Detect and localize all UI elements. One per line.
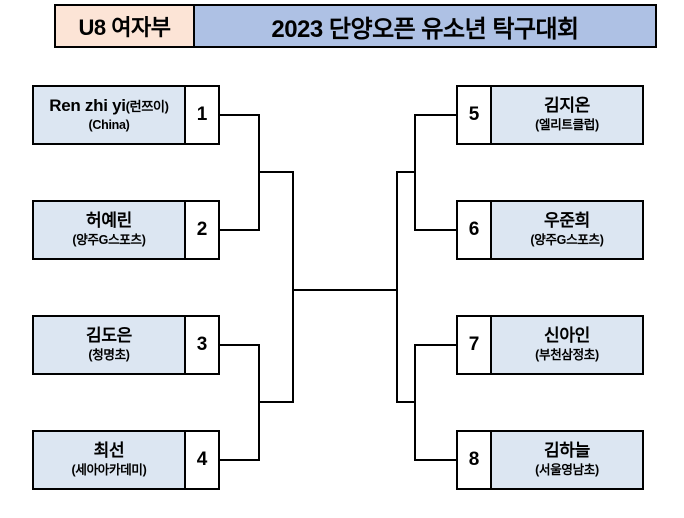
- player-club: (China): [88, 118, 130, 133]
- player-seed: 4: [184, 432, 218, 488]
- connector-seed-7: [414, 344, 456, 346]
- connector-seed-2: [218, 229, 260, 231]
- player-alias: (런쯔이): [125, 99, 169, 115]
- player-name-cell: Ren zhi yi(런쯔이) (China): [34, 87, 184, 143]
- player-name-text: 김도은: [85, 326, 133, 346]
- player-name-cell: 김도은 (청명초): [34, 317, 184, 373]
- page-header: U8 여자부 2023 단양오픈 유소년 탁구대회: [54, 4, 657, 48]
- connector-semifinal-left: [292, 171, 294, 403]
- player-club: (청명초): [88, 348, 130, 363]
- player-name-cell: 최선 (세아아카데미): [34, 432, 184, 488]
- connector-seed-1: [218, 114, 260, 116]
- player-box-7[interactable]: 7 신아인 (부천삼정초): [456, 315, 644, 375]
- player-seed: 3: [184, 317, 218, 373]
- player-box-3[interactable]: 김도은 (청명초) 3: [32, 315, 220, 375]
- player-name: 김하늘: [544, 442, 590, 460]
- connector-seed-3: [218, 344, 260, 346]
- connector-semi-bottom-left: [258, 401, 294, 403]
- player-name-text: 우준희: [543, 211, 591, 231]
- player-name-cell: 김지온 (엘리트클럽): [492, 87, 642, 143]
- player-name-text: 김하늘: [543, 441, 591, 461]
- player-name: 신아인: [544, 327, 590, 345]
- player-seed: 8: [458, 432, 492, 488]
- player-seed: 7: [458, 317, 492, 373]
- connector-semi-top-right: [396, 171, 416, 173]
- player-name: 허예린: [86, 212, 132, 230]
- player-club: (세아아카데미): [71, 463, 147, 478]
- player-club: (양주G스포츠): [530, 233, 604, 248]
- connector-seed-6: [414, 229, 456, 231]
- player-name-cell: 김하늘 (서울영남초): [492, 432, 642, 488]
- player-box-4[interactable]: 최선 (세아아카데미) 4: [32, 430, 220, 490]
- player-seed: 1: [184, 87, 218, 143]
- player-box-8[interactable]: 8 김하늘 (서울영남초): [456, 430, 644, 490]
- connector-semi-bottom-right: [396, 401, 416, 403]
- player-name-cell: 우준희 (양주G스포츠): [492, 202, 642, 258]
- player-name: 김도은: [86, 327, 132, 345]
- connector-seed-4: [218, 459, 260, 461]
- player-name: 우준희: [544, 212, 590, 230]
- player-seed: 5: [458, 87, 492, 143]
- connector-semifinal-right: [396, 171, 398, 403]
- player-name: Ren zhi yi(런쯔이): [49, 96, 169, 116]
- player-seed: 6: [458, 202, 492, 258]
- player-name-cell: 허예린 (양주G스포츠): [34, 202, 184, 258]
- category-label: U8 여자부: [56, 6, 195, 46]
- player-name-text: Ren zhi yi: [49, 96, 126, 116]
- player-club: (엘리트클럽): [535, 118, 599, 133]
- player-club: (부천삼정초): [535, 348, 599, 363]
- connector-seed-8: [414, 459, 456, 461]
- connector-final-match: [292, 289, 398, 291]
- player-name-text: 신아인: [543, 326, 591, 346]
- player-name-text: 허예린: [85, 211, 133, 231]
- player-box-5[interactable]: 5 김지온 (엘리트클럽): [456, 85, 644, 145]
- player-name: 김지온: [544, 97, 590, 115]
- page-title: 2023 단양오픈 유소년 탁구대회: [195, 6, 655, 46]
- player-club: (서울영남초): [535, 463, 599, 478]
- player-box-1[interactable]: Ren zhi yi(런쯔이) (China) 1: [32, 85, 220, 145]
- player-name-cell: 신아인 (부천삼정초): [492, 317, 642, 373]
- player-name: 최선: [94, 442, 125, 460]
- player-club: (양주G스포츠): [72, 233, 146, 248]
- player-name-text: 김지온: [543, 96, 591, 116]
- player-box-2[interactable]: 허예린 (양주G스포츠) 2: [32, 200, 220, 260]
- player-box-6[interactable]: 6 우준희 (양주G스포츠): [456, 200, 644, 260]
- player-seed: 2: [184, 202, 218, 258]
- connector-seed-5: [414, 114, 456, 116]
- player-name-text: 최선: [93, 441, 125, 461]
- connector-semi-top-left: [258, 171, 294, 173]
